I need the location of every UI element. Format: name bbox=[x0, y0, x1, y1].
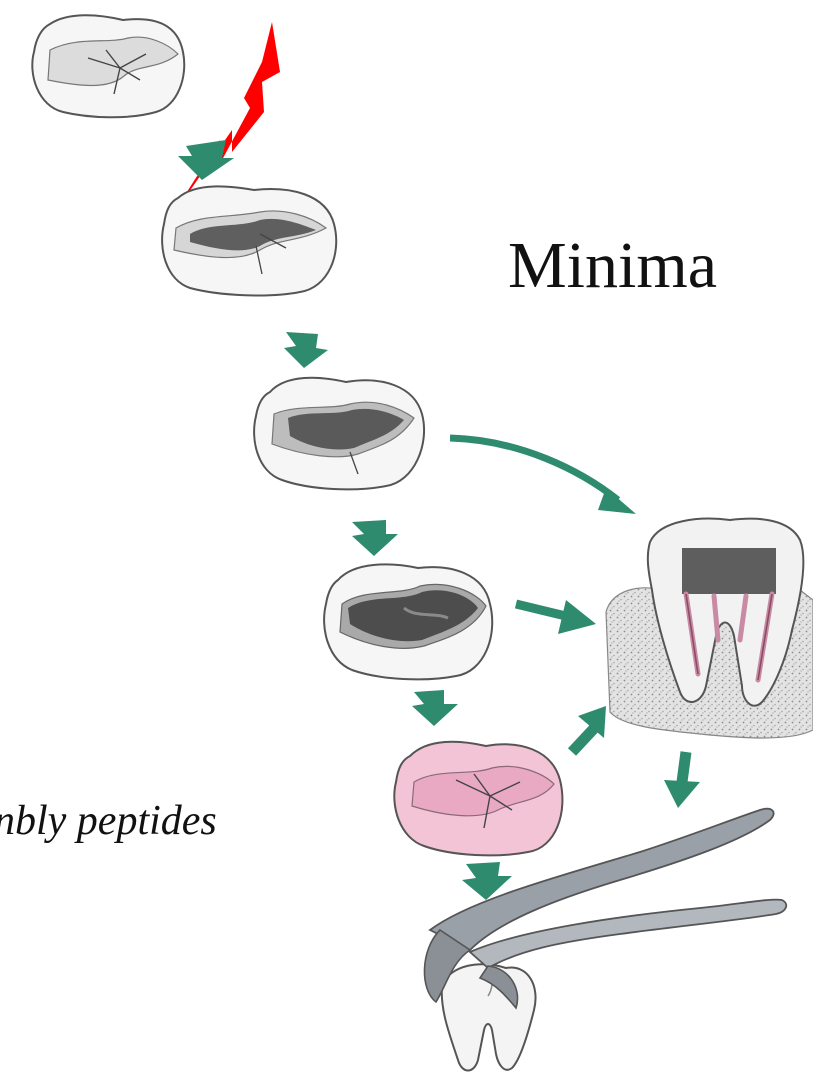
tooth-moderate-caries bbox=[254, 378, 424, 490]
green-arrow-icon bbox=[284, 332, 328, 368]
tooth-early-caries bbox=[162, 186, 336, 295]
green-arrow-icon bbox=[450, 438, 636, 514]
tooth-pulpitis bbox=[394, 742, 562, 856]
green-arrow-icon bbox=[412, 690, 458, 726]
green-arrow-icon bbox=[572, 706, 606, 752]
green-arrow-icon bbox=[664, 752, 700, 808]
root-canal-tooth bbox=[606, 519, 813, 738]
slide-title: Minima bbox=[508, 228, 717, 304]
green-arrow-icon bbox=[352, 520, 398, 556]
tooth-advanced-caries bbox=[324, 564, 492, 679]
tooth-healthy bbox=[32, 15, 184, 117]
slide-caption: nbly peptides bbox=[0, 797, 217, 845]
green-arrow-icon bbox=[516, 600, 596, 634]
